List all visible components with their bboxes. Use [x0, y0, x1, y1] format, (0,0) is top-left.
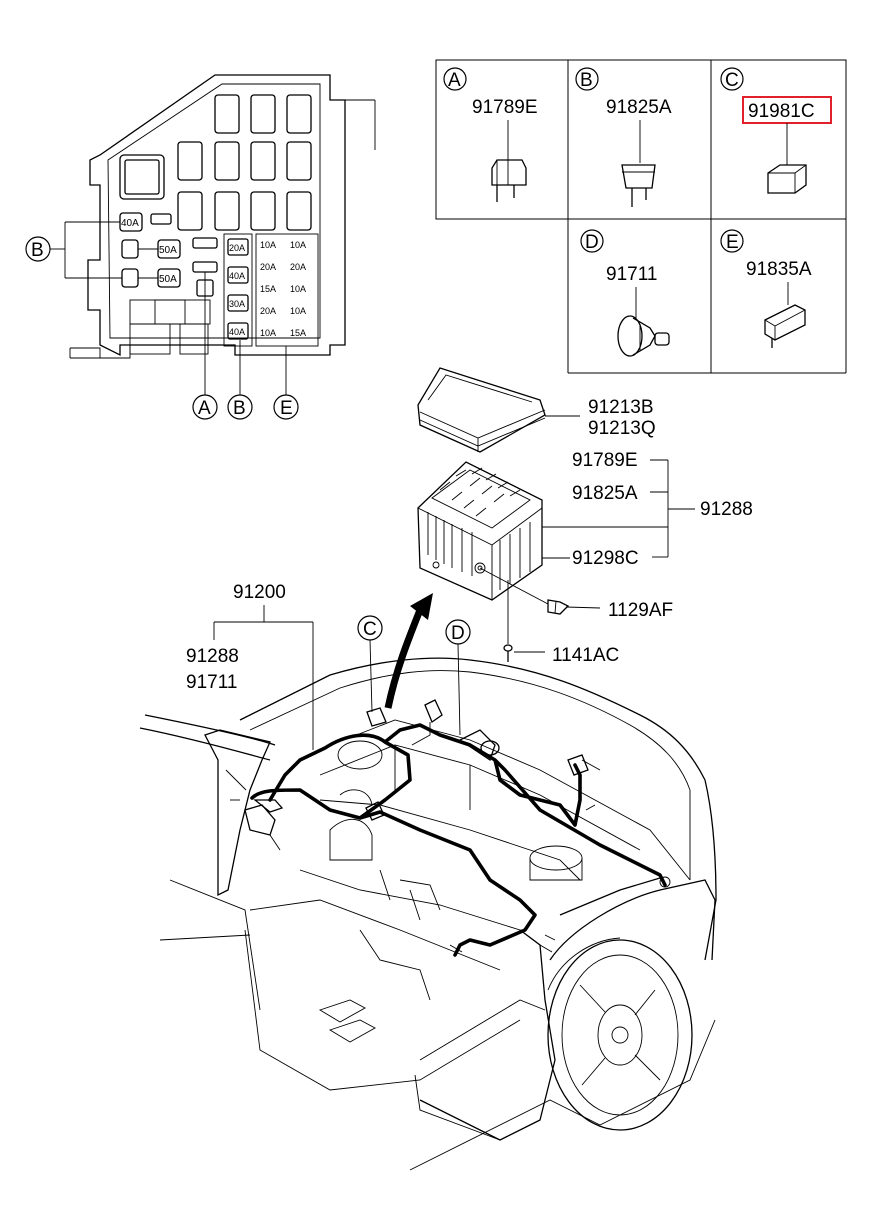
legend-cell-e: E 91835A [720, 229, 812, 348]
svg-text:A: A [198, 398, 211, 419]
vehicle-cargo-view: 91200 91288 91711 C D [139, 582, 717, 1171]
main-wiring-harness [250, 723, 667, 957]
part-number: 91288 [186, 646, 239, 667]
fuse-label: 10A [290, 284, 306, 294]
svg-text:D: D [585, 232, 599, 253]
part-number: 1141AC [552, 645, 619, 666]
part-number: 91298C [572, 548, 639, 569]
location-arrow [384, 608, 424, 709]
part-number: 91213Q [588, 418, 656, 439]
fuse-label: 20A [229, 243, 245, 253]
callout-b-left: B [25, 221, 122, 279]
legend-cell-a: A 91789E [443, 67, 538, 202]
fuse-box-exploded-view: 91213B 91213Q 91789E 91825A 91288 91298C [384, 367, 753, 709]
fuse-box-overview: 40A 50A 50A 20A 40A 30A 40A 10A 20A [25, 74, 376, 420]
fuse-label: 10A [260, 328, 276, 338]
middle-fuse-column: 20A 40A 30A 40A [223, 233, 253, 347]
svg-text:A: A [448, 70, 461, 91]
svg-text:E: E [726, 232, 739, 253]
fuse-label: 10A [290, 240, 306, 250]
fuse-label: 30A [229, 299, 245, 309]
svg-text:C: C [363, 619, 377, 640]
fuse-box-cover [417, 367, 546, 453]
fuse-label: 20A [290, 262, 306, 272]
part-number: 91711 [606, 264, 657, 285]
legend-cell-c: C 91981C [720, 67, 832, 194]
part-number: 91825A [572, 483, 638, 504]
mini-fuse-grid: 10A 20A 15A 20A 10A 10A 20A 10A 10A 15A [255, 233, 319, 347]
fuse-label: 10A [260, 240, 276, 250]
svg-text:E: E [280, 398, 293, 419]
left-fuse-group: 40A 50A 50A [119, 212, 181, 288]
part-number: 1129AF [608, 600, 673, 621]
part-number: 91835A [746, 259, 812, 280]
bottom-callouts: A B E [192, 272, 299, 420]
fuse-label: 40A [229, 271, 245, 281]
part-number: 91981C [748, 101, 815, 122]
fuse-label: 50A [159, 245, 177, 256]
part-number: 91711 [186, 672, 237, 693]
fuse-label: 15A [260, 284, 276, 294]
svg-text:B: B [580, 70, 593, 91]
bolt-part [479, 567, 601, 615]
fuse-label: 10A [290, 306, 306, 316]
fuse-label: 50A [159, 274, 177, 285]
legend-cell-d: D 91711 [580, 229, 670, 357]
part-number: 91213B [588, 397, 654, 418]
svg-text:D: D [451, 623, 465, 644]
part-number: 91200 [233, 582, 286, 603]
part-number: 91789E [472, 97, 538, 118]
fuse-label: 40A [229, 327, 245, 337]
svg-text:B: B [233, 398, 246, 419]
legend-cell-b: B 91825A [575, 67, 672, 207]
fuse-label: 40A [121, 218, 139, 229]
parts-legend-table: A 91789E B 91825A C 91981C [435, 59, 847, 374]
part-number: 91288 [700, 499, 753, 520]
fuse-label: 20A [260, 262, 276, 272]
part-number: 91789E [572, 450, 638, 471]
fuse-label: 20A [260, 306, 276, 316]
svg-text:B: B [31, 240, 44, 261]
screw-part [503, 580, 545, 662]
fuse-box-body [417, 461, 543, 601]
fuse-label: 15A [290, 328, 306, 338]
svg-text:C: C [725, 70, 739, 91]
part-number: 91825A [606, 97, 672, 118]
